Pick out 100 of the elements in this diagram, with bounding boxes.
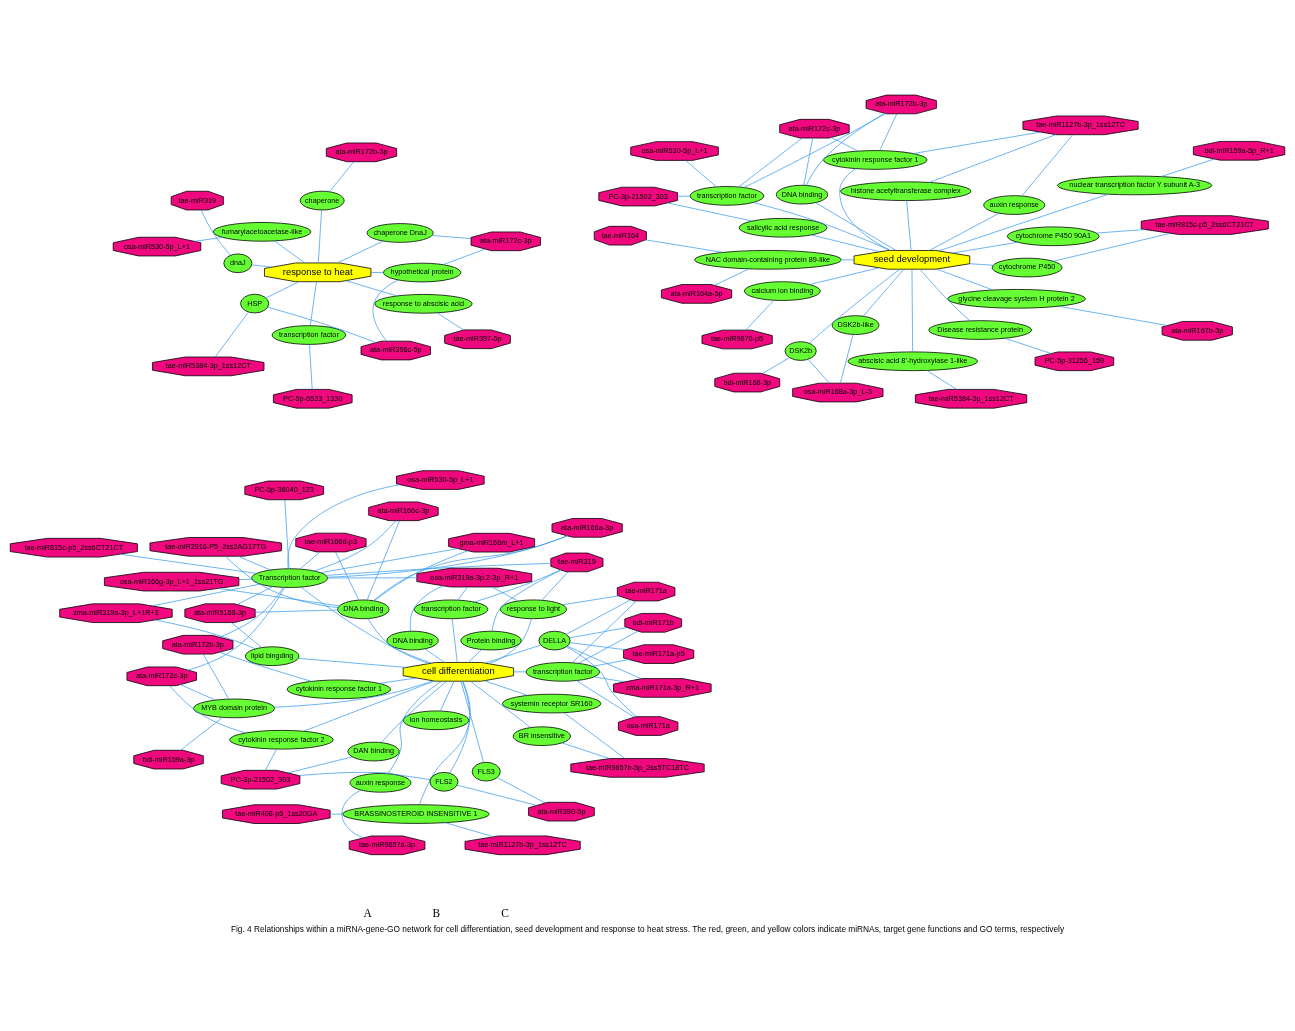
label: C — [501, 906, 509, 919]
connector — [1160, 158, 1215, 177]
connector — [225, 555, 339, 608]
connector — [345, 279, 398, 296]
connector — [327, 576, 418, 578]
connector — [238, 578, 253, 580]
connector — [491, 569, 562, 632]
connector — [251, 264, 273, 267]
connector — [839, 167, 891, 251]
connector — [200, 209, 231, 256]
connector — [378, 677, 417, 684]
connector — [440, 680, 455, 711]
connector — [738, 137, 803, 187]
connector — [187, 586, 285, 671]
connector — [488, 617, 532, 664]
connector — [969, 262, 994, 266]
connector — [566, 645, 642, 679]
connector — [341, 789, 364, 838]
connector — [685, 159, 717, 187]
connector — [491, 586, 519, 601]
connector — [297, 657, 407, 668]
connector — [370, 271, 384, 273]
connector — [879, 113, 898, 151]
connector — [592, 658, 630, 667]
connector — [807, 358, 830, 383]
connector — [265, 748, 277, 771]
connector — [313, 519, 397, 571]
connector — [284, 498, 290, 569]
connector — [381, 680, 448, 743]
connector — [451, 617, 458, 663]
connector — [219, 651, 312, 682]
connector — [409, 584, 444, 631]
connector — [320, 547, 459, 573]
connector — [287, 756, 353, 773]
connector — [809, 268, 900, 344]
connector — [919, 268, 971, 321]
connector — [449, 680, 471, 773]
caption: Fig. 4 Relationships within a miRNA-gene-GO network for cell differentiation, seed development and response to heat stress. The red, green, and yellow colors indicate miRNAs, target gene functions and GO terms, respectively — [230, 923, 1065, 934]
connector — [862, 268, 905, 317]
connector — [300, 586, 432, 663]
connector — [743, 112, 886, 188]
connector — [265, 280, 300, 298]
connector — [566, 645, 637, 717]
connector — [565, 599, 631, 635]
connector — [569, 641, 626, 650]
connector — [202, 653, 230, 699]
connector — [335, 551, 360, 600]
connector — [811, 234, 880, 252]
connector — [309, 280, 317, 326]
connector — [805, 112, 886, 186]
label: B — [432, 906, 441, 919]
connector — [593, 676, 626, 682]
connector — [839, 333, 854, 384]
connector — [154, 619, 256, 649]
connector — [329, 813, 343, 814]
connector — [667, 202, 753, 221]
label: A — [363, 906, 372, 919]
connector — [1004, 337, 1052, 354]
connector — [831, 136, 859, 151]
connector — [325, 562, 552, 576]
connector — [329, 161, 355, 192]
connector — [219, 586, 284, 638]
connector — [214, 311, 249, 357]
connector — [317, 209, 322, 263]
connector — [563, 711, 626, 759]
connector — [372, 279, 399, 341]
connector — [442, 248, 486, 265]
connector — [231, 621, 263, 648]
connector — [303, 680, 435, 732]
connector — [497, 776, 546, 803]
connector — [484, 644, 542, 663]
connector — [151, 583, 261, 606]
connector — [1096, 228, 1146, 233]
connector — [436, 311, 464, 330]
connector — [298, 771, 431, 780]
connector — [337, 240, 384, 263]
connector — [169, 684, 247, 733]
connector — [467, 648, 483, 663]
connector — [677, 195, 691, 197]
connector — [572, 600, 637, 663]
connector — [373, 549, 469, 601]
connector — [714, 268, 750, 286]
connector — [456, 784, 538, 806]
connector — [387, 680, 443, 774]
connector — [1052, 232, 1171, 262]
connector — [841, 258, 855, 260]
connector — [419, 680, 471, 805]
connector — [906, 199, 912, 251]
connector — [803, 137, 814, 186]
connector — [445, 821, 494, 837]
connector — [809, 266, 880, 285]
connector — [180, 683, 216, 700]
connector — [645, 238, 724, 253]
connector — [431, 234, 472, 239]
connector — [236, 585, 274, 605]
connector — [911, 268, 914, 352]
connector — [929, 212, 1000, 251]
connector — [287, 483, 401, 569]
connector — [180, 716, 223, 751]
connector — [1058, 305, 1168, 326]
